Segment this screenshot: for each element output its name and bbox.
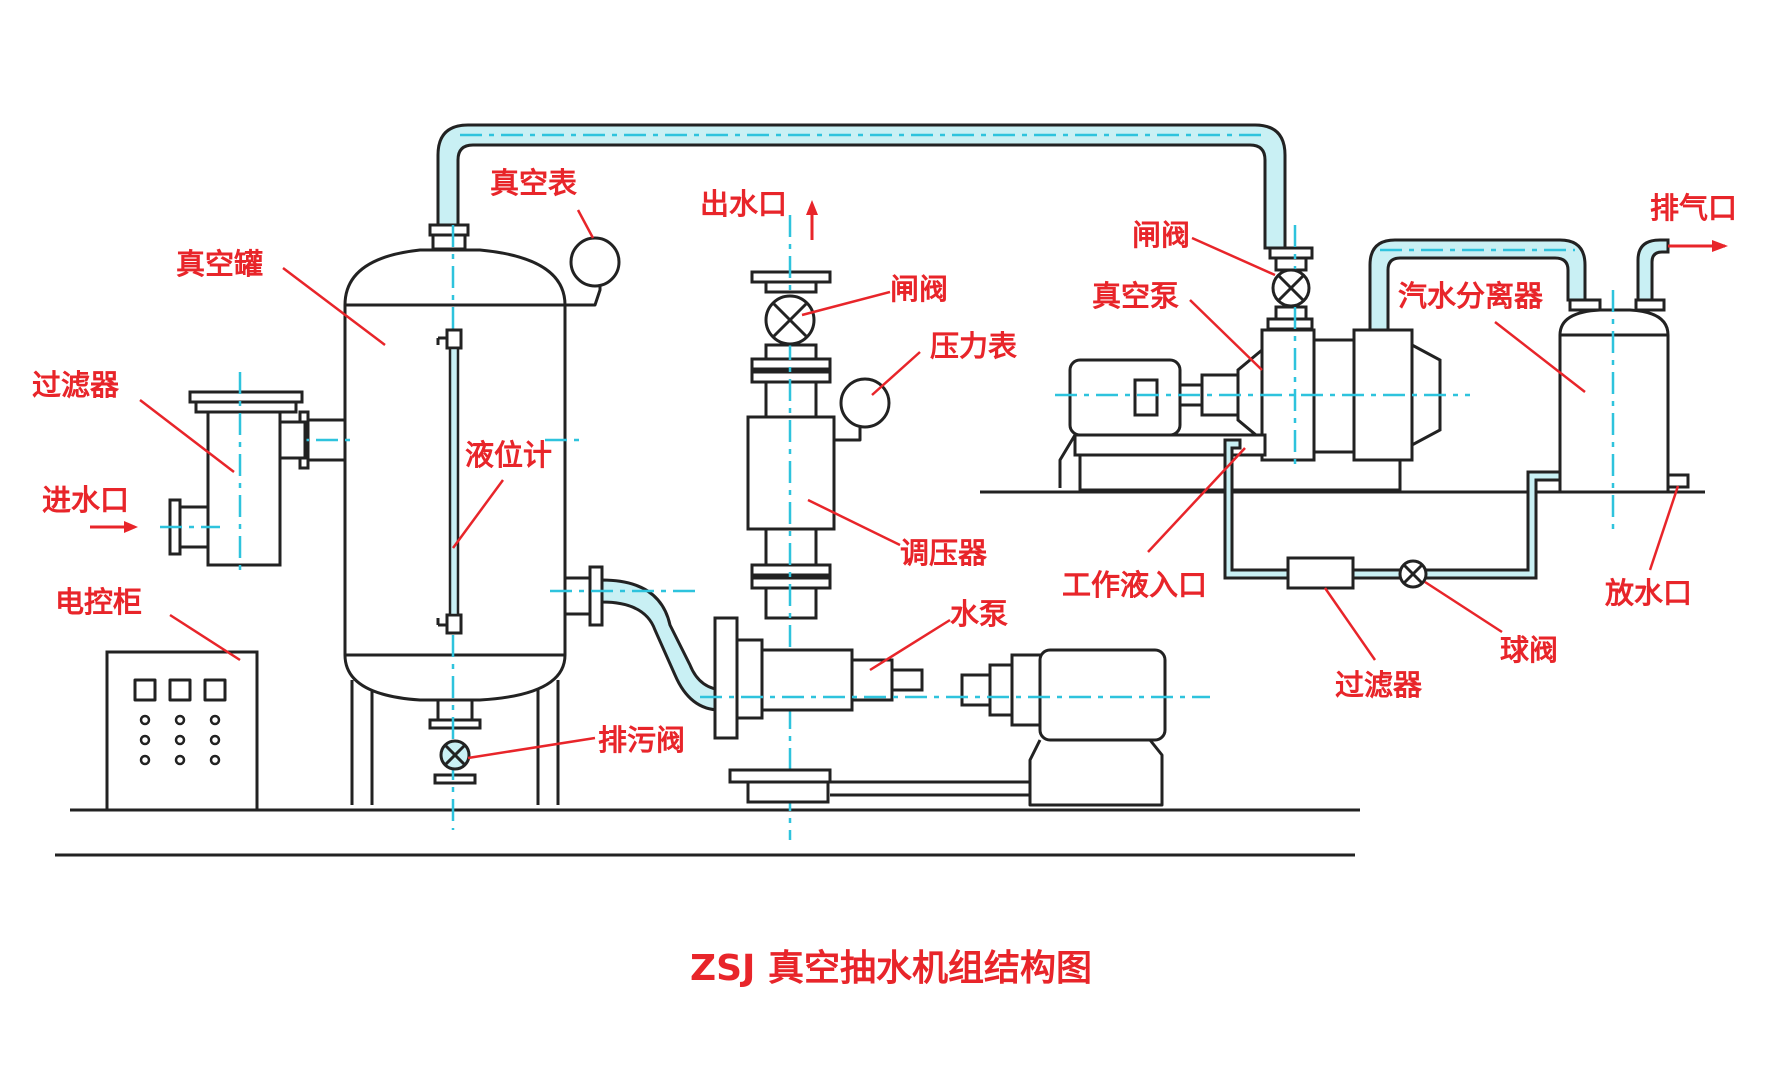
gate-valve-mid-icon (764, 294, 816, 346)
label-pressure-gauge: 压力表 (930, 329, 1017, 363)
label-inlet: 进水口 (42, 483, 129, 517)
label-water-pump: 水泵 (950, 597, 1008, 631)
outlet-arrow-icon (806, 200, 818, 240)
label-gate-valve-right: 闸阀 (1132, 218, 1190, 252)
vacuum-pump (1055, 225, 1470, 492)
label-drain-outlet: 放水口 (1604, 576, 1692, 610)
working-fluid-loop (1223, 438, 1562, 590)
suction-pipe-top (436, 123, 1287, 250)
label-vacuum-tank: 真空罐 (176, 247, 263, 281)
label-outlet: 出水口 (700, 187, 787, 221)
steam-water-separator (1558, 238, 1690, 535)
ball-valve-icon (1398, 559, 1428, 589)
label-ball-valve: 球阀 (1500, 633, 1558, 667)
label-filter-left: 过滤器 (32, 368, 120, 402)
label-pressure-regulator: 调压器 (900, 536, 988, 570)
label-control-cabinet: 电控柜 (55, 585, 142, 619)
label-filter-right: 过滤器 (1335, 668, 1423, 702)
label-level-gauge: 液位计 (465, 438, 552, 472)
left-filter (160, 372, 307, 575)
control-cabinet (105, 650, 259, 812)
leader-lines (139, 209, 1680, 760)
discharge-column (746, 215, 836, 840)
label-vacuum-gauge: 真空表 (490, 166, 577, 200)
level-gauge-icon (436, 328, 463, 635)
pump-to-separator-pipe (1368, 238, 1587, 332)
labels: 真空罐 真空表 过滤器 进水口 电控柜 液位计 出水口 闸阀 压力表 调压器 水… (32, 166, 1737, 757)
label-working-fluid-inlet: 工作液入口 (1062, 568, 1207, 602)
diagram-title: ZSJ 真空抽水机组结构图 (690, 948, 1092, 989)
vacuum-gauge-icon (565, 236, 621, 307)
label-gate-valve-mid: 闸阀 (890, 272, 948, 306)
label-vacuum-pump: 真空泵 (1092, 279, 1179, 313)
gate-valve-right-icon (1271, 268, 1311, 308)
inlet-arrow-icon (90, 521, 138, 533)
water-pump (700, 616, 1210, 807)
label-drain-valve: 排污阀 (598, 723, 685, 757)
vacuum-tank (343, 223, 585, 830)
label-exhaust: 排气口 (1650, 191, 1737, 225)
tank-to-pump-pipe (550, 565, 732, 712)
label-separator: 汽水分离器 (1398, 279, 1544, 313)
exhaust-arrow-icon (1668, 240, 1728, 252)
drain-valve-icon (439, 739, 471, 771)
